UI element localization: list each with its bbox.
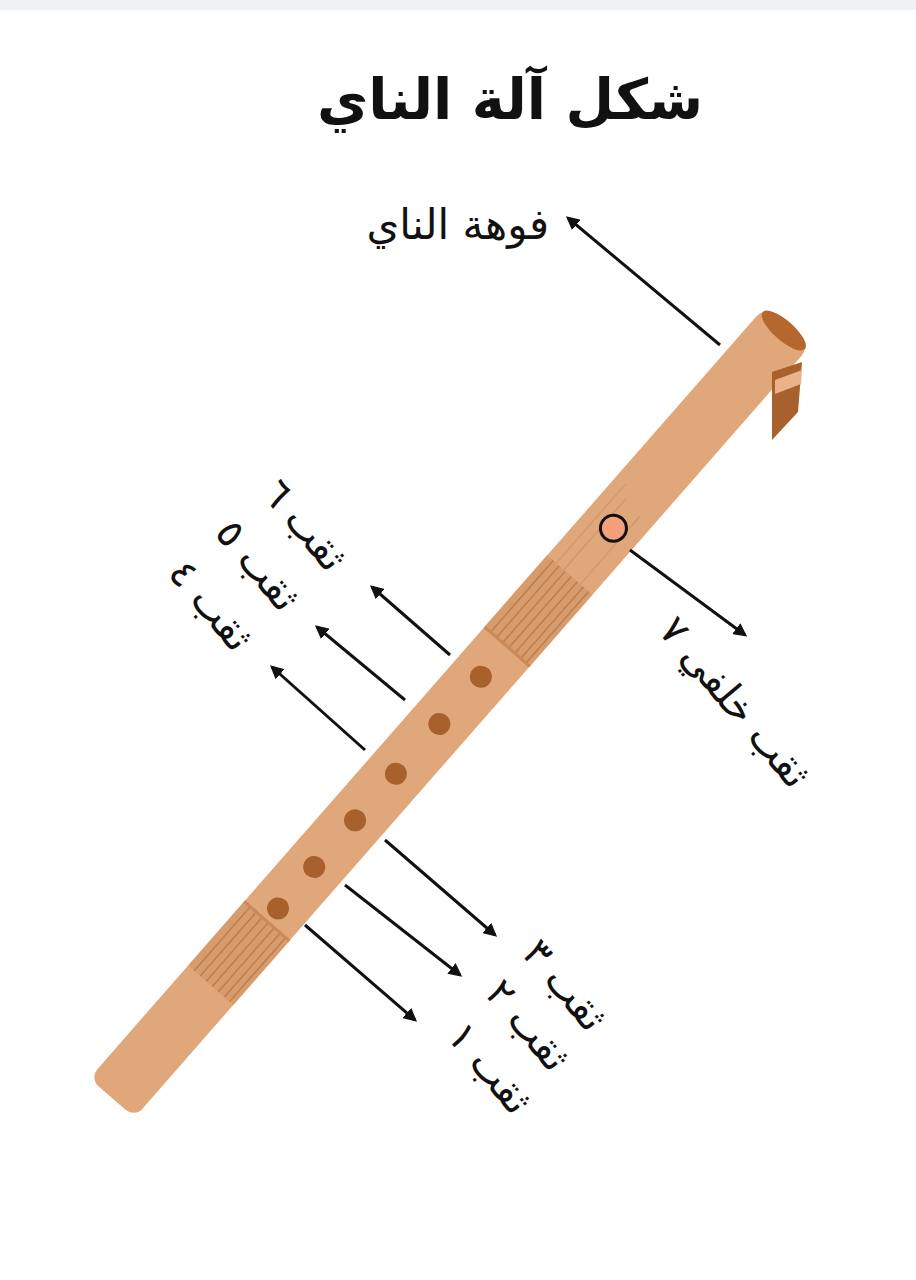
leader-line: [272, 667, 365, 750]
upper-band: [485, 555, 593, 666]
ribbon-strip: [775, 370, 802, 394]
leader-line: [305, 925, 415, 1020]
band-edge: [485, 627, 530, 667]
top-bar: [0, 0, 916, 10]
front-holes: [262, 661, 496, 924]
lower-band-stripes: [194, 907, 285, 1002]
ney-body: [89, 303, 813, 1118]
diagram-title: شكل آلة الناي: [314, 68, 706, 132]
part-label: فوهة الناي: [363, 201, 552, 249]
upper-band-stripes: [491, 561, 589, 663]
leader-line: [345, 885, 460, 975]
faint-stripes: [556, 484, 649, 584]
hole-label: ثقب خلفي ٧: [648, 605, 822, 799]
mouth-end: [756, 305, 811, 357]
leader-line: [568, 218, 720, 345]
mouth-ribbon: [772, 362, 802, 440]
leader-line: [372, 587, 450, 655]
back-hole: [595, 510, 632, 547]
ney-tube: [89, 307, 809, 1118]
leader-line: [385, 840, 495, 935]
leader-line: [317, 627, 405, 700]
